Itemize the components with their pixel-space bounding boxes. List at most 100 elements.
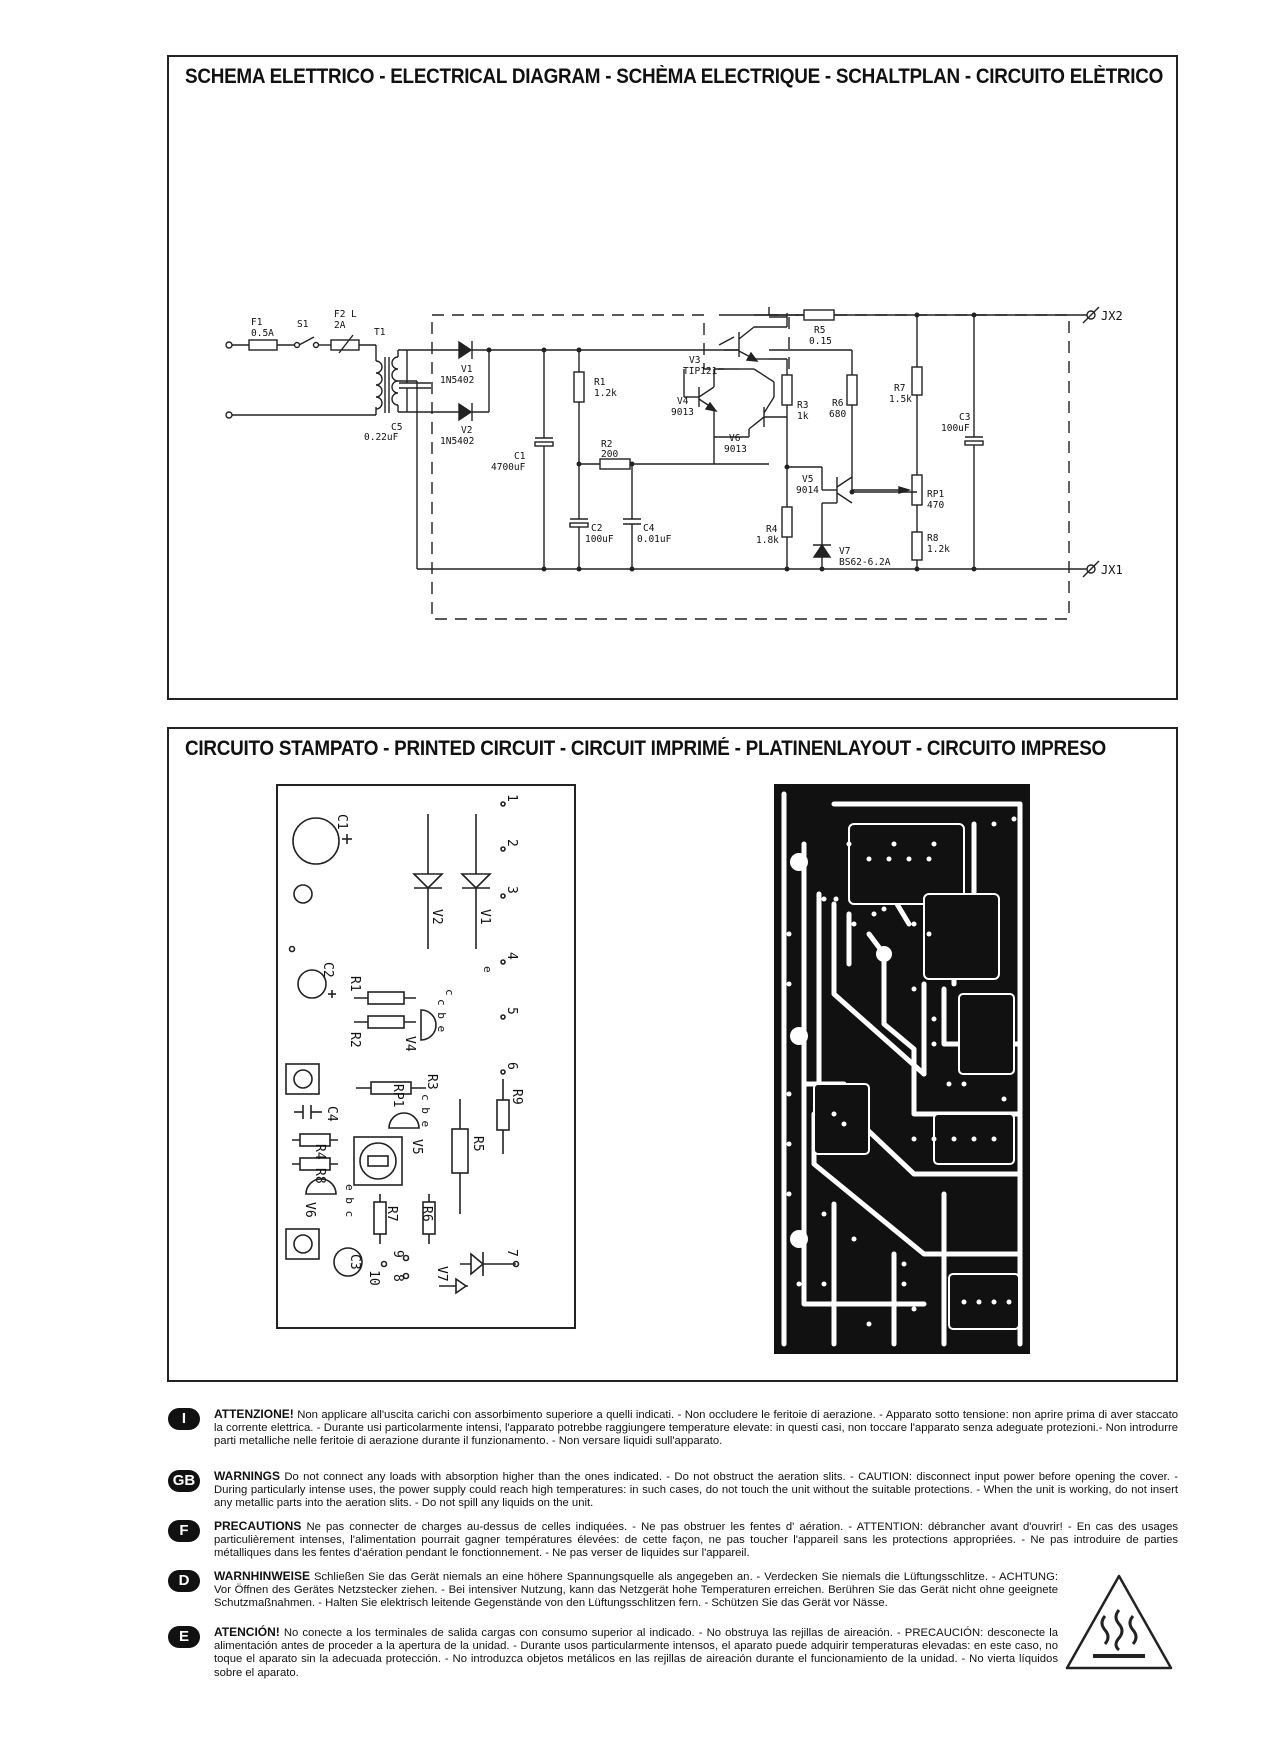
pcb-label-V5: V5 [409,1139,424,1155]
label-V6: V6 [729,433,741,444]
label-R7: R7 [894,383,905,394]
label-R4-value: 1.8k [756,535,779,546]
label-R1-value: 1.2k [594,388,617,399]
schematic-diagram: F1 0.5A S1 F2 L 2A T1 V1 1N5402 V2 1N540… [225,306,1123,620]
flag-german: D [168,1570,200,1592]
label-F2: F2 [334,309,345,320]
pin-8: 8 [390,1274,405,1282]
label-F2-type: L [351,309,357,320]
label-R7-value: 1.5k [889,394,912,405]
label-R6-value: 680 [829,409,846,420]
label-V1: V1 [461,364,473,375]
label-V5: V5 [802,474,813,485]
pin-6: 6 [504,1062,519,1070]
warning-english: GB WARNINGS Do not connect any loads wit… [168,1469,1178,1524]
pcb-label-V4: V4 [402,1036,417,1052]
label-V4-value: 9013 [671,407,694,418]
warning-german-heading: WARNHINWEISE [214,1569,310,1583]
pcb-label-V2: V2 [429,909,444,925]
warning-italian: I ATTENZIONE! Non applicare all'uscita c… [168,1407,1178,1476]
schematic-panel: SCHEMA ELETTRICO - ELECTRICAL DIAGRAM - … [167,55,1178,700]
label-R5: R5 [814,325,825,336]
warning-french-heading: PRECAUTIONS [214,1519,302,1533]
label-C5: C5 [391,422,402,433]
pcb-label-RP1: RP1 [390,1084,405,1107]
hot-surface-warning-icon [1065,1574,1173,1670]
label-C3-value: 100uF [941,423,970,434]
flag-english: GB [168,1470,200,1492]
label-V4: V4 [677,396,689,407]
label-F1-value: 0.5A [251,328,274,339]
label-V6-value: 9013 [724,444,747,455]
flag-spanish: E [168,1626,200,1648]
label-C4-value: 0.01uF [637,534,672,545]
label-S1: S1 [297,319,309,330]
pcb-label-c: c [443,989,456,996]
label-JX2: JX2 [1101,309,1123,323]
label-R8-value: 1.2k [927,544,950,555]
pcb-label-R4: R4 [312,1144,327,1160]
label-R8: R8 [927,533,939,544]
pcb-label-V6: V6 [302,1202,317,1218]
label-R3: R3 [797,400,808,411]
label-V2: V2 [461,425,472,436]
label-V2-value: 1N5402 [440,436,474,447]
pin-5: 5 [504,1007,519,1015]
pcb-label-V6-pins: e b c [343,1184,356,1217]
warning-italian-body: Non applicare all'uscita carichi con ass… [214,1409,1178,1448]
warning-spanish-text: ATENCIÓN! No conecte a los terminales de… [214,1625,1058,1680]
pin-2: 2 [504,839,519,847]
pin-1: 1 [504,794,519,802]
label-C3: C3 [959,412,970,423]
pcb-label-C4: C4 [324,1106,339,1122]
label-V3: V3 [689,355,700,366]
pcb-label-R1: R1 [347,976,362,992]
label-C1-value: 4700uF [491,462,526,473]
label-R3-value: 1k [797,411,809,422]
pin-9: 9 [390,1250,405,1258]
label-C2-value: 100uF [585,534,614,545]
warnings-section: I ATTENZIONE! Non applicare all'uscita c… [168,1407,1179,1738]
pin-7: 7 [504,1249,519,1257]
pcb-label-R2: R2 [347,1032,362,1048]
label-JX1: JX1 [1101,563,1123,577]
label-V5-value: 9014 [796,485,819,496]
pcb-label-V1: V1 [477,909,492,925]
label-R4: R4 [766,524,778,535]
schematic-title: SCHEMA ELETTRICO - ELECTRICAL DIAGRAM - … [185,65,1164,88]
label-F2-value: 2A [334,320,346,331]
warning-spanish-heading: ATENCIÓN! [214,1625,280,1639]
label-C2: C2 [591,523,602,534]
pcb-label-V4-pins: c b e [435,999,448,1032]
label-V3-value: TIP121 [683,366,718,377]
label-RP1-value: 470 [927,500,944,511]
pcb-label-R7: R7 [384,1206,399,1222]
warning-english-body: Do not connect any loads with absorption… [214,1471,1178,1510]
label-V7: V7 [839,546,850,557]
pin-10: 10 [366,1270,381,1286]
pcb-label-R6: R6 [419,1206,434,1222]
warning-french-text: PRECAUTIONS Ne pas connecter de charges … [214,1519,1179,1561]
label-V7-value: BS62-6.2A [839,557,891,568]
warning-italian-text: ATTENZIONE! Non applicare all'uscita car… [214,1407,1178,1449]
label-R2: R2 [601,439,612,450]
warning-italian-heading: ATTENZIONE! [214,1407,294,1421]
pcb-label-V7: V7 [434,1266,449,1282]
flag-french: F [168,1520,200,1542]
label-C5-value: 0.22uF [364,432,399,443]
pcb-panel: CIRCUITO STAMPATO - PRINTED CIRCUIT - CI… [167,727,1178,1382]
warning-spanish: E ATENCIÓN! No conecte a los terminales … [168,1625,1058,1686]
pin-4: 4 [504,952,519,960]
pcb-label-C3: C3 [347,1254,362,1270]
label-R1: R1 [594,377,606,388]
pcb-label-R9: R9 [509,1089,524,1105]
label-R5-value: 0.15 [809,336,832,347]
pcb-label-C2: C2 [320,962,335,978]
pcb-label-R5: R5 [470,1136,485,1152]
warning-french-body: Ne pas connecter de charges au-dessus de… [214,1521,1179,1560]
copper-layout [774,784,1030,1354]
label-C4: C4 [643,523,655,534]
label-V1-value: 1N5402 [440,375,474,386]
label-R6: R6 [832,398,844,409]
component-layout: C1 C2 C3 C4 R1 R2 R3 R4 R5 R6 R7 R8 R9 R… [276,784,576,1329]
